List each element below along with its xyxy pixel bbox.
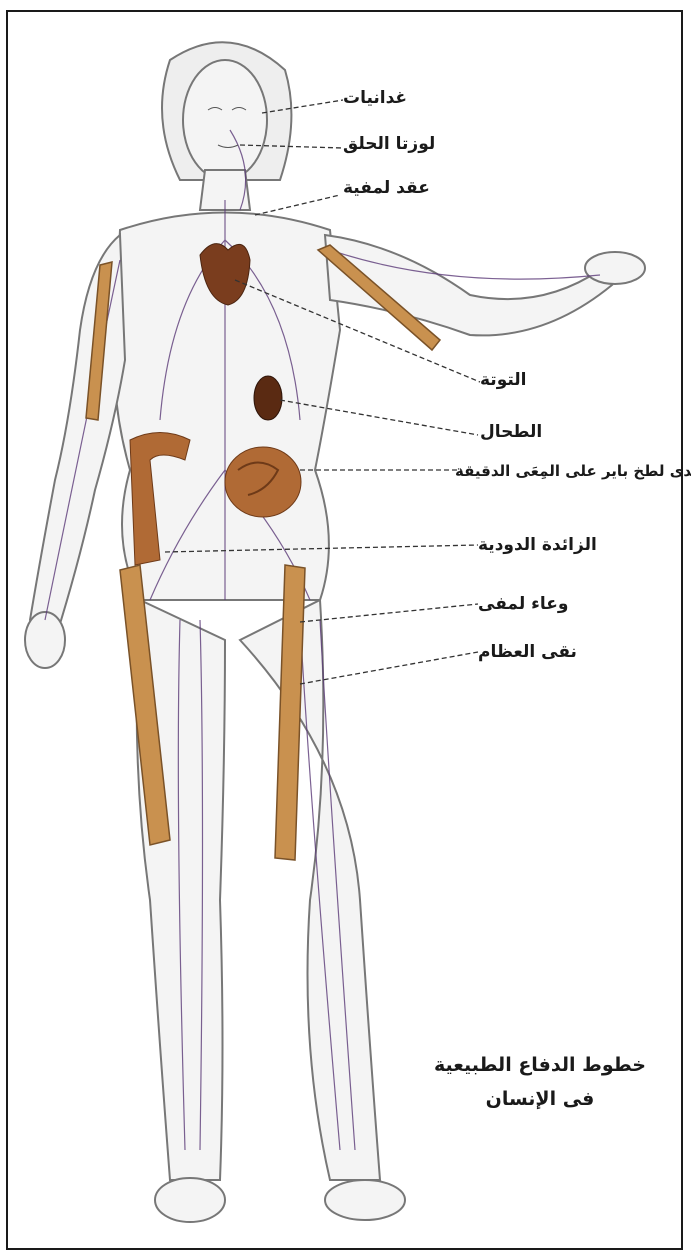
label-adenoids: غدانيات — [343, 88, 407, 108]
label-lymph-vessel: وعاء لمفى — [478, 594, 568, 614]
small-intestine-organ — [225, 447, 301, 517]
label-appendix: الزائدة الدودية — [478, 535, 597, 555]
caption-line-1: خطوط الدفاع الطبيعية — [420, 1048, 660, 1082]
caption-line-2: فى الإنسان — [420, 1082, 660, 1116]
label-spleen: الطحال — [480, 422, 542, 442]
label-tonsils: لوزتا الحلق — [343, 134, 435, 154]
body-silhouette — [25, 42, 645, 1222]
spleen-organ — [254, 376, 282, 420]
label-peyers-patch: إحدى لطخ باير على المِعَى الدقيقة — [455, 462, 691, 480]
figure-caption: خطوط الدفاع الطبيعية فى الإنسان — [420, 1048, 660, 1116]
label-bone-marrow: نقى العظام — [478, 642, 577, 662]
label-thymus: التوتة — [480, 370, 527, 390]
label-lymph-nodes: عقد لمفية — [343, 178, 430, 198]
